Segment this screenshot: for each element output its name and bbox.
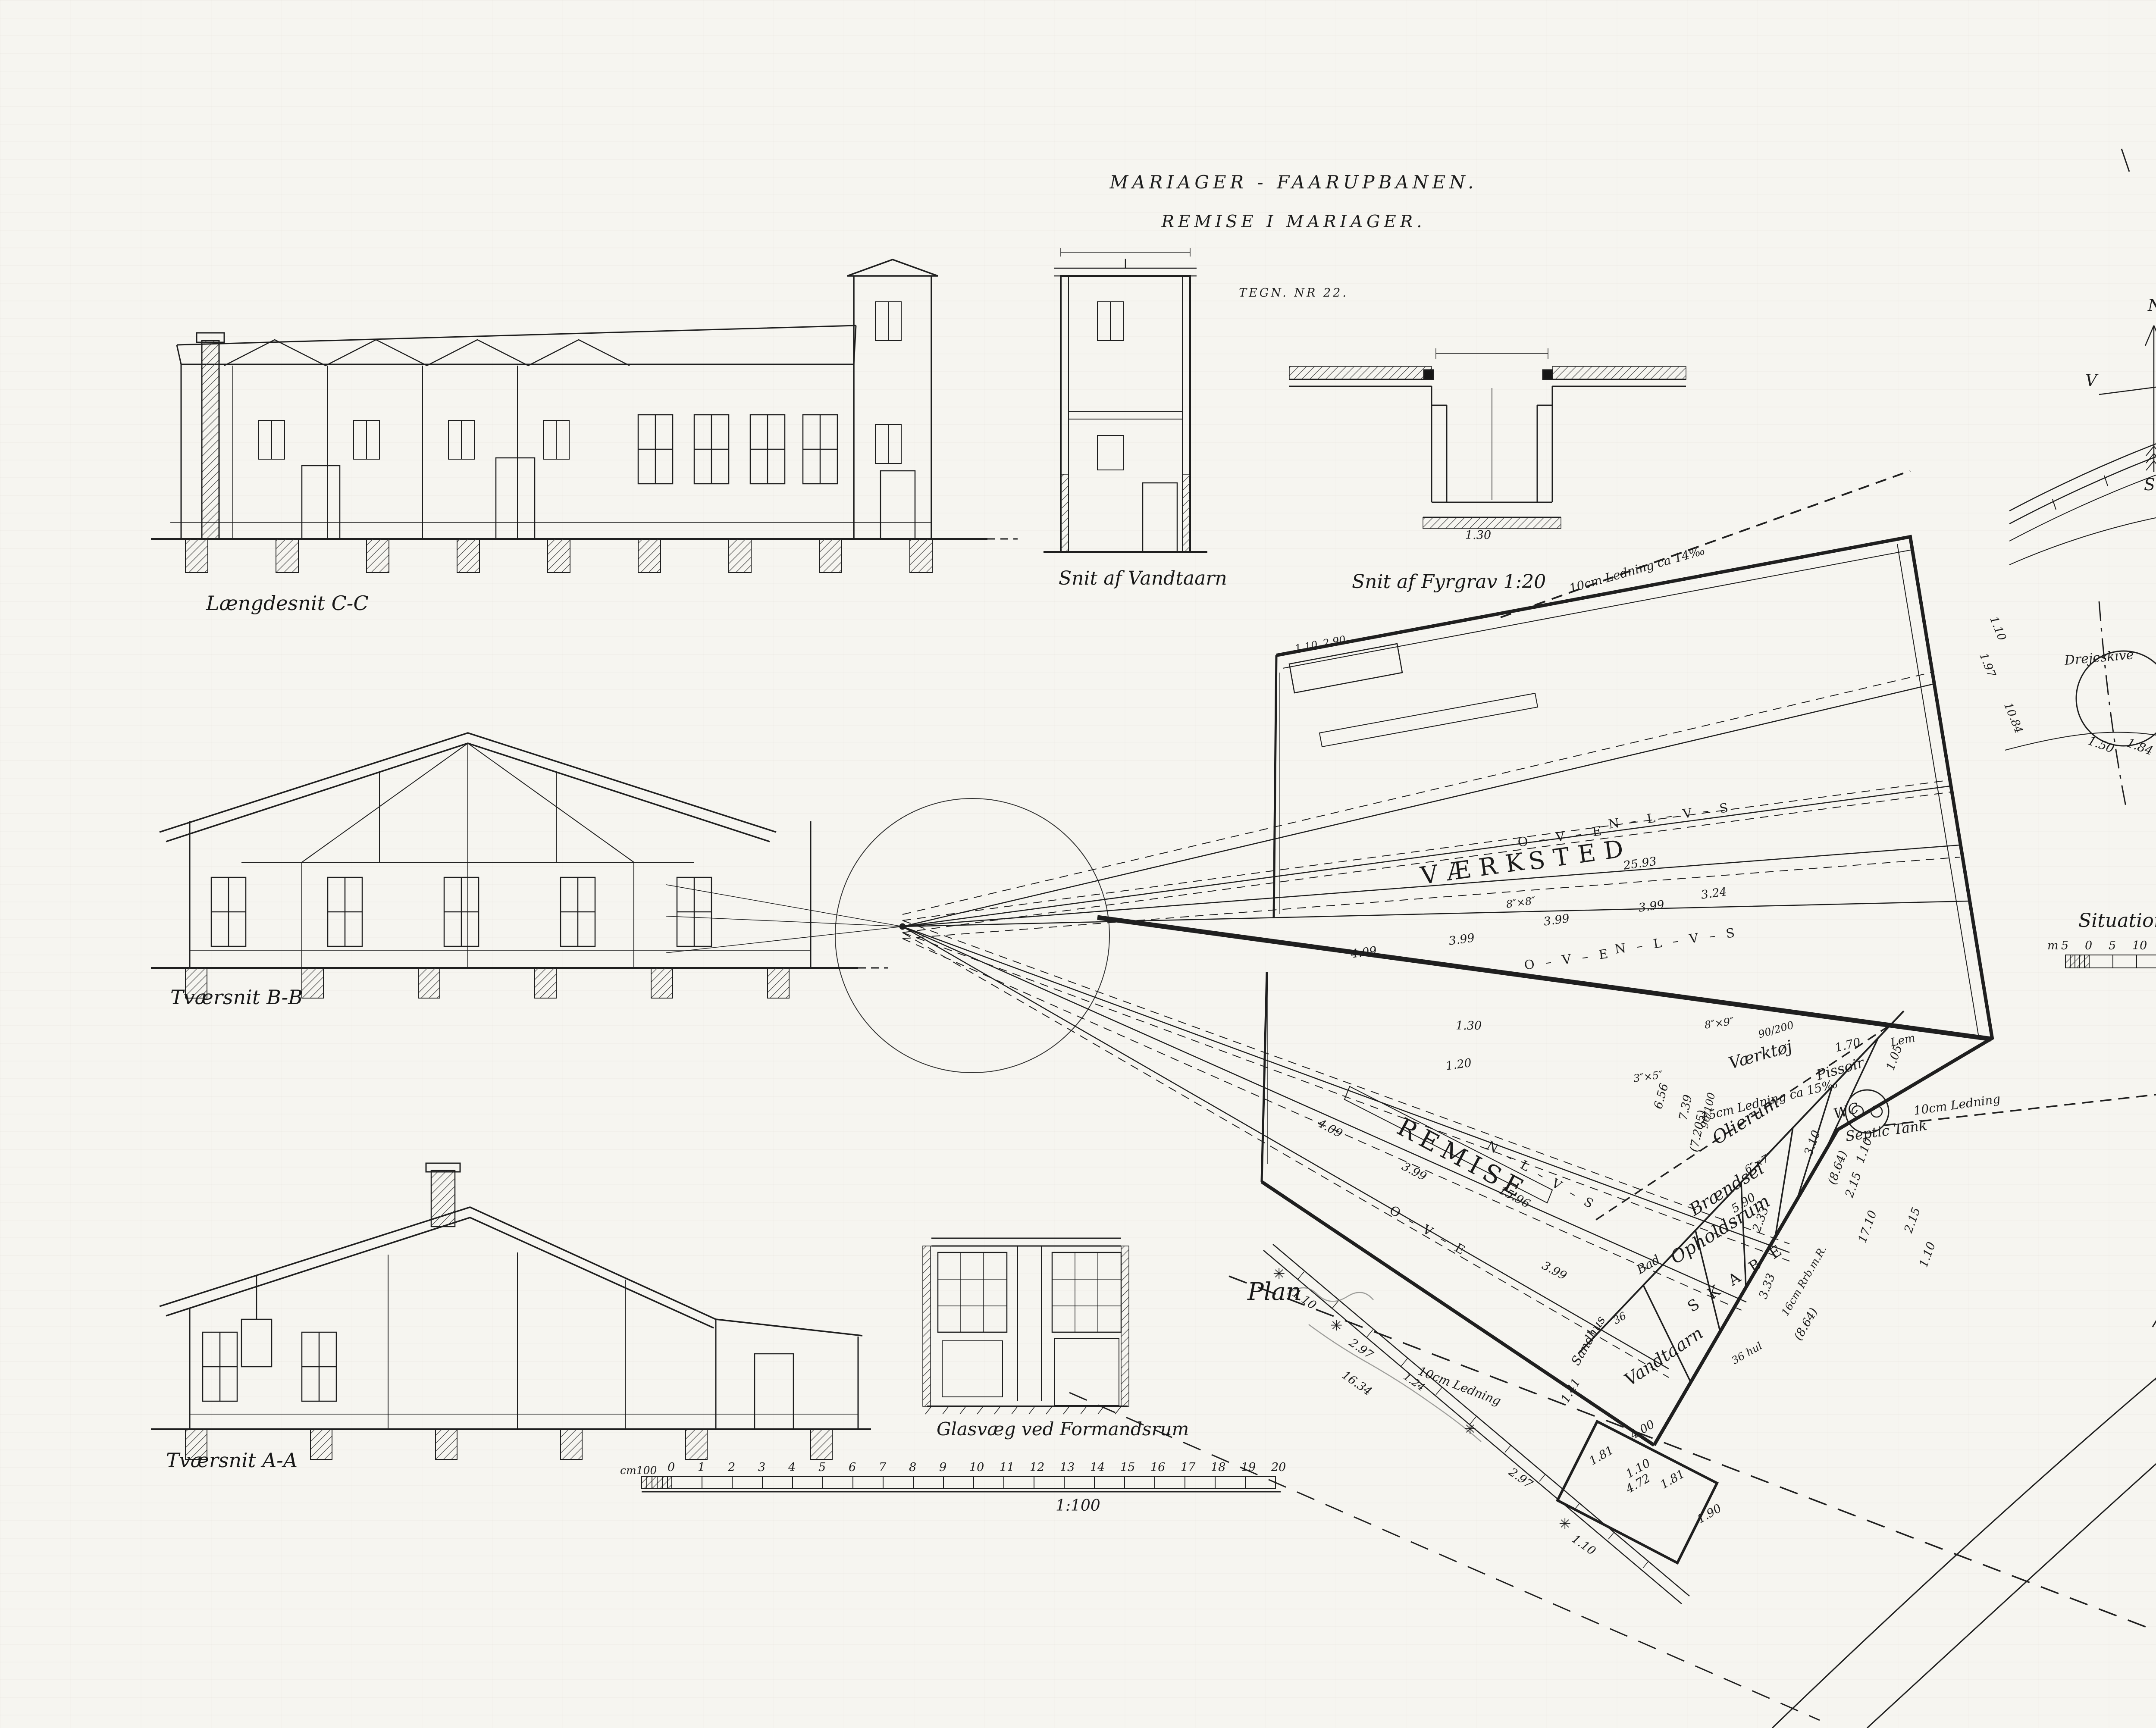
scalebar-tick-label: 9 bbox=[939, 1461, 947, 1474]
scalebar-tick-label: 20 bbox=[1271, 1461, 1286, 1474]
annotation-label: 4.09 bbox=[1350, 944, 1378, 961]
compass-west-label: V bbox=[2085, 371, 2097, 390]
scalebar-tick-label: 12 bbox=[1030, 1461, 1045, 1474]
caption-situationsplan: Situationsplan 1:500 bbox=[2078, 910, 2156, 932]
drawing-number: TEGN. NR 22. bbox=[1239, 286, 1348, 300]
scalebar-tick-label: 16 bbox=[1150, 1461, 1166, 1474]
tvaersnit-b-view bbox=[151, 732, 888, 999]
caption-fyrgrav: Snit af Fyrgrav 1:20 bbox=[1352, 571, 1546, 593]
annotation-label: ✳ bbox=[1330, 1317, 1343, 1334]
annotation-label: ✳ bbox=[1273, 1265, 1285, 1283]
compass-icon bbox=[2099, 325, 2156, 472]
scalebar-tick-label: 4 bbox=[788, 1461, 796, 1474]
tvaersnit-a-view bbox=[151, 1162, 871, 1460]
scalebar-tick-label: 14 bbox=[1090, 1461, 1105, 1474]
scalebar-tick-label: 13 bbox=[1060, 1461, 1075, 1474]
annotation-label: 3.24 bbox=[1700, 885, 1728, 902]
scalebar-tick-label: 10 bbox=[2132, 939, 2147, 952]
glasvaeg-view bbox=[922, 1237, 1129, 1415]
scalebar-tick-label: 10 bbox=[969, 1461, 984, 1474]
scalebar-tick-label: 0 bbox=[2085, 939, 2093, 952]
annotation-label: ✳ bbox=[1464, 1421, 1476, 1438]
compass-south-label: S bbox=[2144, 475, 2156, 494]
scalebar-tick-label: 3 bbox=[758, 1461, 766, 1474]
vandtaarn-view bbox=[1044, 248, 1207, 553]
annotation-label: 1.30 bbox=[1456, 1019, 1482, 1033]
scalebar-tick-label: 2 bbox=[728, 1461, 736, 1474]
annotation-label: ✳ bbox=[1559, 1515, 1571, 1533]
caption-laengdesnit: Længdesnit C-C bbox=[206, 592, 369, 615]
laengdesnit-view bbox=[151, 259, 1018, 573]
scalebar100-label: 1:100 bbox=[1056, 1497, 1100, 1515]
scalebar-tick-label: 1 bbox=[698, 1461, 705, 1474]
annotation-label: 1.30 bbox=[1465, 529, 1492, 542]
title-line2: REMISE I MARIAGER. bbox=[1161, 212, 1426, 232]
caption-tvaersnit-a: Tværsnit A-A bbox=[166, 1449, 298, 1472]
annotation-label: 3.99 bbox=[1542, 911, 1570, 929]
scalebar-tick-label: 18 bbox=[1211, 1461, 1226, 1474]
scalebar-tick-label: 7 bbox=[879, 1461, 887, 1474]
scalebar100-unit: cm100 bbox=[620, 1464, 657, 1477]
situationsplan-view bbox=[2005, 443, 2156, 968]
scalebar-tick-label: 5 bbox=[818, 1461, 826, 1474]
caption-vandtaarn: Snit af Vandtaarn bbox=[1059, 567, 1227, 589]
title-line1: MARIAGER - FAARUPBANEN. bbox=[1109, 172, 1478, 193]
scalebar-tick-label: 17 bbox=[1181, 1461, 1196, 1474]
caption-glasvaeg: Glasvæg ved Formandsrum bbox=[937, 1418, 1189, 1440]
scalebar-tick-label: 15 bbox=[1120, 1461, 1135, 1474]
annotation-label: 3.99 bbox=[1637, 898, 1665, 915]
scalebar-tick-label: 0 bbox=[667, 1461, 675, 1474]
plan-view bbox=[666, 148, 2156, 1728]
scalebar-100 bbox=[641, 1476, 1281, 1493]
caption-tvaersnit-b: Tværsnit B-B bbox=[170, 986, 303, 1009]
scalebar500-unit-left: m bbox=[2047, 939, 2059, 952]
scalebar-tick-label: 5 bbox=[2061, 939, 2069, 952]
compass-north-label: N bbox=[2148, 296, 2156, 315]
scalebar-tick-label: 6 bbox=[849, 1461, 856, 1474]
scalebar-tick-label: 5 bbox=[2109, 939, 2116, 952]
caption-plan: Plan bbox=[1247, 1278, 1302, 1306]
scalebar-tick-label: 19 bbox=[1241, 1461, 1256, 1474]
fyrgrav-view bbox=[1289, 348, 1911, 618]
scalebar-tick-label: 11 bbox=[1000, 1461, 1015, 1474]
scalebar-tick-label: 8 bbox=[909, 1461, 917, 1474]
annotation-label: 1.20 bbox=[1445, 1056, 1473, 1073]
annotation-label: 3.99 bbox=[1448, 931, 1476, 948]
